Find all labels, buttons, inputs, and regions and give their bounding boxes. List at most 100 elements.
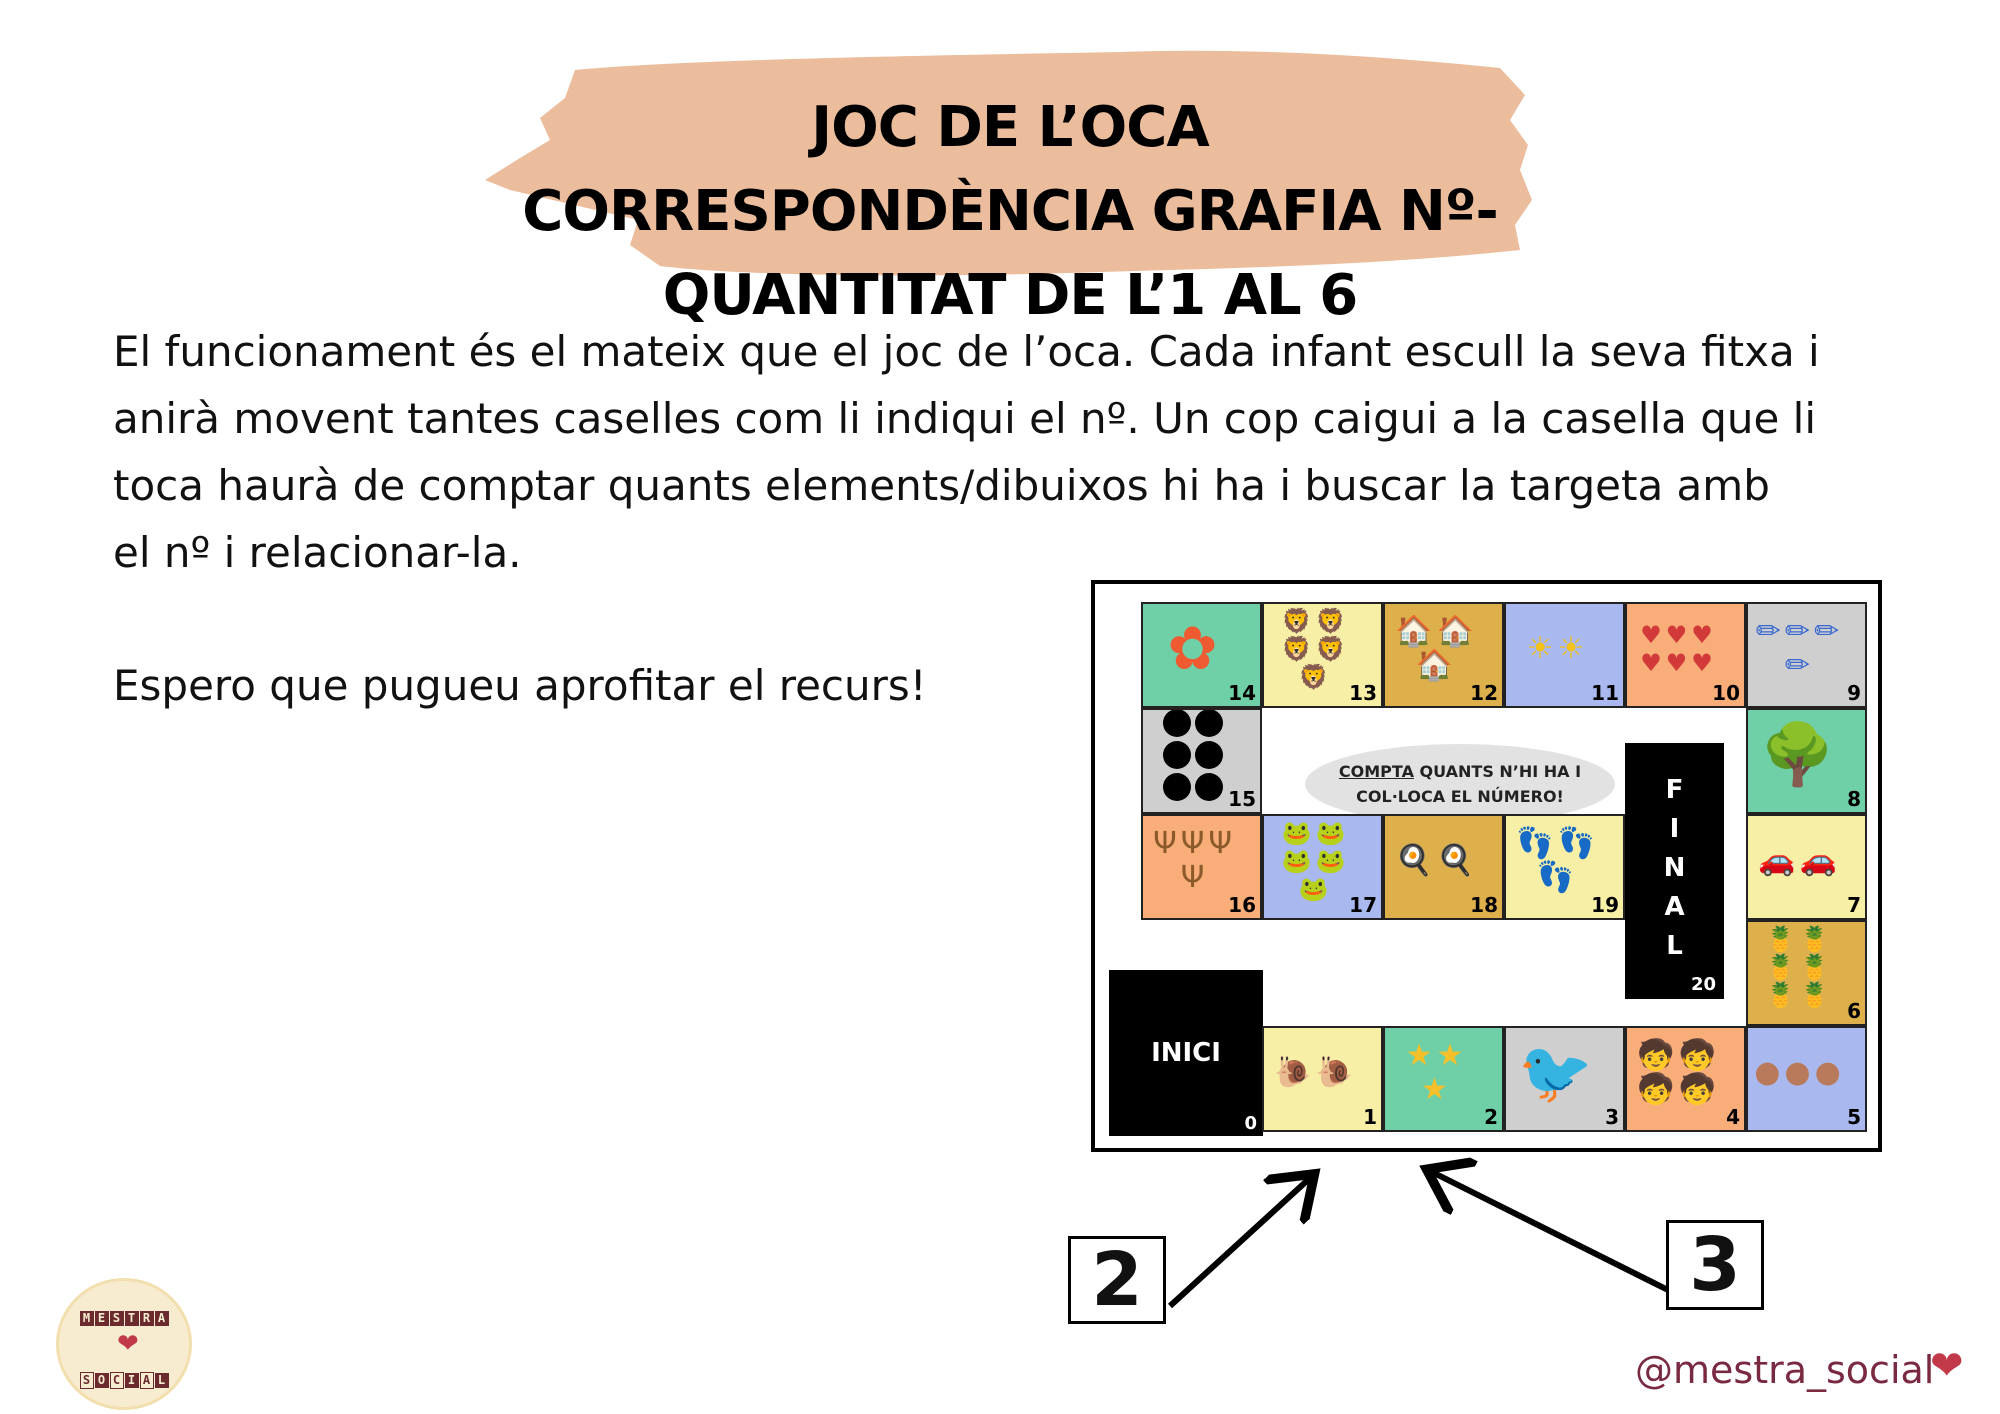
instruction-bubble: COMPTA QUANTS N’HI HA I COL·LOCA EL NÚME…: [1305, 759, 1615, 809]
frog-icon: 🐸: [1298, 875, 1329, 903]
finish-letter: L: [1666, 931, 1683, 961]
children-icon: 🧒: [1678, 1038, 1716, 1073]
cell-number: 1: [1363, 1105, 1377, 1129]
heart-icon: ♥: [1665, 621, 1688, 649]
sun-icon: ☀: [1557, 631, 1585, 666]
pencil-icon: ✏: [1755, 614, 1781, 649]
frog-icon: 🐸: [1281, 847, 1312, 875]
car-icon: 🚗: [1758, 843, 1796, 878]
heart-icon: ♥: [1665, 649, 1688, 677]
fried-egg-icon: 🍳: [1395, 843, 1433, 878]
fruit-bowl-icon: 🍍: [1765, 953, 1796, 981]
board-cell-15: 15: [1141, 708, 1262, 814]
pencil-icon: ✏✏✏✏: [1748, 604, 1865, 706]
finish-number: 20: [1690, 974, 1716, 995]
board-cell-12: 🏠🏠🏠12: [1383, 602, 1504, 708]
instructions-paragraph: El funcionament és el mateix que el joc …: [113, 318, 1893, 586]
footprint-icon: 👣: [1557, 826, 1595, 861]
bird-icon: 🐦: [1518, 1038, 1593, 1108]
start-number: 0: [1244, 1113, 1257, 1134]
number-card-3: 3: [1666, 1220, 1764, 1310]
children-icon: 🧒🧒🧒🧒: [1627, 1028, 1744, 1130]
frog-icon: 🐸: [1315, 819, 1346, 847]
fruit-bowl-icon: 🍍: [1799, 953, 1830, 981]
board-cell-5: ●●●5: [1746, 1026, 1867, 1132]
logo-letter-tile: T: [124, 1311, 139, 1326]
cell-number: 19: [1591, 893, 1619, 917]
logo-letter-tile: C: [109, 1372, 124, 1389]
logo-letter-tile: R: [139, 1311, 154, 1326]
dot-icon: [1194, 741, 1223, 769]
start-square: INICI 0: [1109, 970, 1263, 1136]
board-cell-1: 🐌🐌1: [1262, 1026, 1383, 1132]
paragraph-line: El funcionament és el mateix que el joc …: [113, 327, 1820, 376]
title-banner: JOC DE L’OCA CORRESPONDÈNCIA GRAFIA Nº- …: [480, 40, 1540, 328]
lion-icon: 🦁: [1281, 607, 1312, 635]
title-line-3: QUANTITAT DE L’1 AL 6: [662, 263, 1358, 328]
cell-number: 10: [1712, 681, 1740, 705]
flower-icon: ✿: [1167, 614, 1218, 684]
logo-letter-tile: L: [154, 1373, 169, 1388]
cell-number: 6: [1847, 999, 1861, 1023]
children-icon: 🧒: [1678, 1072, 1716, 1107]
board-cell-10: ♥♥♥♥♥♥10: [1625, 602, 1746, 708]
cell-number: 2: [1484, 1105, 1498, 1129]
board-cell-9: ✏✏✏✏9: [1746, 602, 1867, 708]
heart-icon: ♥: [1691, 621, 1713, 649]
dot-icon: [1143, 710, 1260, 812]
paragraph-line: el nº i relacionar-la.: [113, 528, 522, 577]
finish-letter: A: [1664, 892, 1685, 922]
board-cell-3: 🐦3: [1504, 1026, 1625, 1132]
bird-icon: 🐦: [1506, 1028, 1623, 1130]
fork-icon: Ψ: [1180, 826, 1205, 861]
fork-icon: Ψ: [1180, 860, 1205, 895]
closing-line: Espero que pugueu aprofitar el recurs!: [113, 661, 927, 710]
ball-icon: ●: [1754, 1055, 1781, 1090]
sun-icon: ☀: [1526, 631, 1554, 666]
logo-letter-tile: I: [124, 1373, 139, 1388]
logo-letter-tile: A: [154, 1311, 169, 1326]
frog-icon: 🐸: [1315, 847, 1346, 875]
fried-egg-icon: 🍳🍳: [1385, 816, 1502, 918]
instruction-emphasis: COMPTA: [1338, 762, 1414, 781]
arrow-icon: [1167, 1178, 1310, 1309]
finish-square: F I N A L 20: [1625, 743, 1724, 999]
cell-number: 12: [1470, 681, 1498, 705]
dot-icon: [1162, 773, 1191, 801]
fried-egg-icon: 🍳: [1436, 843, 1474, 878]
arrow-icon: [1432, 1172, 1670, 1293]
instruction-line-2: COL·LOCA EL NÚMERO!: [1356, 787, 1564, 806]
cloud-shape: [1305, 744, 1615, 824]
pencil-icon: ✏: [1784, 614, 1811, 649]
footprint-icon: 👣: [1516, 826, 1554, 861]
logo-letter-tile: A: [139, 1372, 154, 1389]
frog-icon: 🐸: [1281, 819, 1312, 847]
star-icon: ★: [1436, 1038, 1464, 1073]
logo-letter-tile: S: [109, 1311, 124, 1326]
board-cell-8: 🌳8: [1746, 708, 1867, 814]
cell-number: 16: [1228, 893, 1256, 917]
finish-letter: I: [1669, 814, 1680, 844]
fork-icon: Ψ: [1153, 826, 1177, 861]
board-cell-18: 🍳🍳18: [1383, 814, 1504, 920]
finish-letter: F: [1665, 775, 1684, 805]
cell-number: 18: [1470, 893, 1498, 917]
heart-hands-icon: ❤: [1930, 1343, 1964, 1389]
car-icon: 🚗🚗: [1748, 816, 1865, 918]
cell-number: 3: [1605, 1105, 1619, 1129]
flower-icon: ✿: [1143, 604, 1260, 706]
lion-icon: 🦁: [1298, 663, 1329, 691]
cell-number: 9: [1847, 681, 1861, 705]
dot-icon: [1162, 741, 1191, 769]
cell-number: 4: [1726, 1105, 1740, 1129]
star-icon: ★★★: [1385, 1028, 1502, 1130]
fruit-bowl-icon: 🍍: [1799, 925, 1830, 953]
board-cell-6: 🍍🍍🍍🍍🍍🍍6: [1746, 920, 1867, 1026]
heart-hands-icon: ❤: [117, 1329, 139, 1359]
cell-number: 5: [1847, 1105, 1861, 1129]
star-icon: ★: [1405, 1038, 1433, 1073]
number-card-2: 2: [1068, 1236, 1166, 1324]
